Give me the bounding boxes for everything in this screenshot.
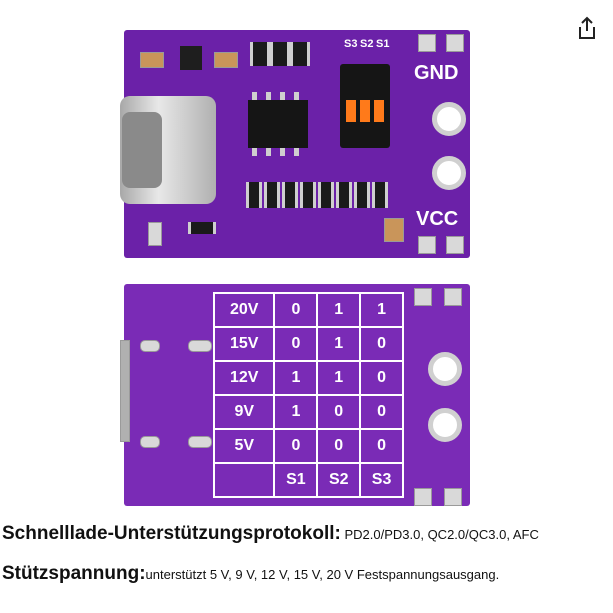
label-gnd: GND <box>414 62 459 84</box>
s3-cell: 0 <box>359 326 404 362</box>
label-s1: S1 <box>376 38 390 50</box>
resistor <box>300 182 316 208</box>
s2-cell: 1 <box>316 326 362 362</box>
chip-pin <box>252 148 257 156</box>
dip-switch-lever[interactable] <box>360 100 370 122</box>
s1-cell: 1 <box>273 394 319 430</box>
mount-pad <box>188 436 212 448</box>
capacitor <box>384 218 404 242</box>
pin-pad <box>444 288 462 306</box>
footer-s1: S1 <box>273 462 319 498</box>
protocol-label: Schnelllade-Unterstützungsprotokoll: <box>2 523 341 544</box>
voltage-selection-table: 20V 0 1 1 15V 0 1 0 12V 1 1 0 9V 1 0 0 5… <box>212 292 404 498</box>
s3-cell: 1 <box>359 292 404 328</box>
usb-c-shell-edge <box>120 340 130 442</box>
s2-cell: 1 <box>316 292 362 328</box>
voltage-value: unterstützt 5 V, 9 V, 12 V, 15 V, 20 V F… <box>145 567 500 582</box>
resistor <box>290 42 310 66</box>
mount-pad <box>188 340 212 352</box>
dip-switch-lever[interactable] <box>374 100 384 122</box>
table-footer-row: S1 S2 S3 <box>212 462 404 498</box>
chip-pin <box>266 92 271 100</box>
s2-cell: 0 <box>316 394 362 430</box>
resistor <box>246 182 262 208</box>
voltage-cell: 9V <box>212 394 276 430</box>
footer-s3: S3 <box>359 462 404 498</box>
resistor <box>318 182 334 208</box>
s2-cell: 1 <box>316 360 362 396</box>
table-row: 20V 0 1 1 <box>212 292 404 328</box>
s3-cell: 0 <box>359 428 404 464</box>
label-vcc: VCC <box>416 208 459 230</box>
chip-pin <box>252 92 257 100</box>
s2-cell: 0 <box>316 428 362 464</box>
protocol-caption: Schnelllade-Unterstützungsprotokoll: PD2… <box>2 523 539 545</box>
mount-pad <box>140 340 160 352</box>
resistor <box>264 182 280 208</box>
voltage-cell: 15V <box>212 326 276 362</box>
resistor <box>282 182 298 208</box>
controller-chip <box>248 100 308 148</box>
pin-pad <box>446 236 464 254</box>
resistor <box>336 182 352 208</box>
resistor <box>188 222 216 234</box>
gnd-solder-hole <box>432 102 466 136</box>
voltage-caption: Stützspannung:unterstützt 5 V, 9 V, 12 V… <box>2 563 499 585</box>
resistor <box>270 42 290 66</box>
s1-cell: 0 <box>273 326 319 362</box>
led <box>148 222 162 246</box>
usb-c-port-opening <box>122 112 162 188</box>
chip-pin <box>294 148 299 156</box>
protocol-value: PD2.0/PD3.0, QC2.0/QC3.0, AFC <box>340 527 539 542</box>
pin-pad <box>446 34 464 52</box>
empty-cell <box>212 462 276 498</box>
chip-pin <box>280 148 285 156</box>
capacitor <box>140 52 164 68</box>
table-row: 12V 1 1 0 <box>212 360 404 396</box>
mount-pad <box>140 436 160 448</box>
gnd-solder-hole <box>428 352 462 386</box>
footer-s2: S2 <box>316 462 362 498</box>
table-row: 15V 0 1 0 <box>212 326 404 362</box>
table-row: 5V 0 0 0 <box>212 428 404 464</box>
resistor <box>354 182 370 208</box>
resistor <box>250 42 270 66</box>
chip-pin <box>294 92 299 100</box>
pin-pad <box>414 288 432 306</box>
vcc-solder-hole <box>428 408 462 442</box>
pin-pad <box>418 236 436 254</box>
voltage-cell: 20V <box>212 292 276 328</box>
table-row: 9V 1 0 0 <box>212 394 404 430</box>
voltage-cell: 5V <box>212 428 276 464</box>
pin-pad <box>418 34 436 52</box>
dip-switch-lever[interactable] <box>346 100 356 122</box>
pin-pad <box>444 488 462 506</box>
s1-cell: 0 <box>273 428 319 464</box>
s1-cell: 1 <box>273 360 319 396</box>
vcc-solder-hole <box>432 156 466 190</box>
s3-cell: 0 <box>359 360 404 396</box>
voltage-label: Stützspannung: <box>2 563 146 584</box>
voltage-cell: 12V <box>212 360 276 396</box>
label-s2: S2 <box>360 38 374 50</box>
capacitor <box>214 52 238 68</box>
s3-cell: 0 <box>359 394 404 430</box>
share-icon[interactable] <box>576 16 598 40</box>
chip-pin <box>266 148 271 156</box>
transistor <box>180 46 202 70</box>
s1-cell: 0 <box>273 292 319 328</box>
pin-pad <box>414 488 432 506</box>
label-s3: S3 <box>344 38 358 50</box>
chip-pin <box>280 92 285 100</box>
resistor <box>372 182 388 208</box>
